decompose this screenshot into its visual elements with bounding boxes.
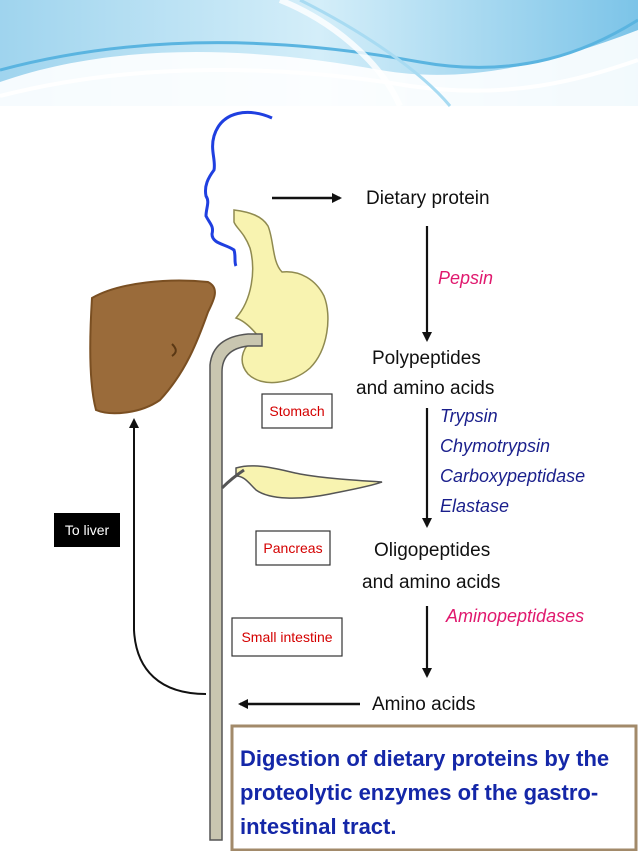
stomach-label: Stomach [269,403,324,419]
polypeptides-subtext: and amino acids [356,378,494,399]
intestinal-tube [209,333,263,841]
oligopeptides-text: Oligopeptides [374,540,490,561]
chymotrypsin-label: Chymotrypsin [440,436,550,456]
pancreas-label-box: Pancreas [255,530,331,566]
stomach-label-box: Stomach [261,393,333,429]
caption-line-2: proteolytic enzymes of the gastro- [240,780,598,805]
to-liver-arrow [129,418,207,695]
small-intestine-label: Small intestine [241,629,332,645]
dietary-protein-text: Dietary protein [366,188,490,209]
small-intestine-label-box: Small intestine [231,617,343,657]
liver-icon [89,279,216,415]
caption-box: Digestion of dietary proteins by the pro… [230,724,638,851]
elastase-label: Elastase [440,496,509,516]
to-liver-label-box: To liver [54,513,120,547]
pancreas-label: Pancreas [263,540,322,556]
caption-line-1: Digestion of dietary proteins by the [240,746,609,771]
oligopeptides-subtext: and amino acids [362,572,500,593]
header-banner [0,0,638,108]
caption-line-3: intestinal tract. [240,814,396,839]
trypsin-label: Trypsin [440,406,498,426]
stomach-icon [233,209,329,384]
polypeptides-text: Polypeptides [372,348,481,369]
to-liver-label: To liver [65,522,110,538]
pancreas-icon [235,465,383,499]
aminopeptidases-label: Aminopeptidases [445,606,584,626]
face-outline-icon [204,110,273,267]
pepsin-label: Pepsin [438,268,493,288]
carboxypeptidase-label: Carboxypeptidase [440,466,585,486]
amino-acids-text: Amino acids [372,694,476,715]
